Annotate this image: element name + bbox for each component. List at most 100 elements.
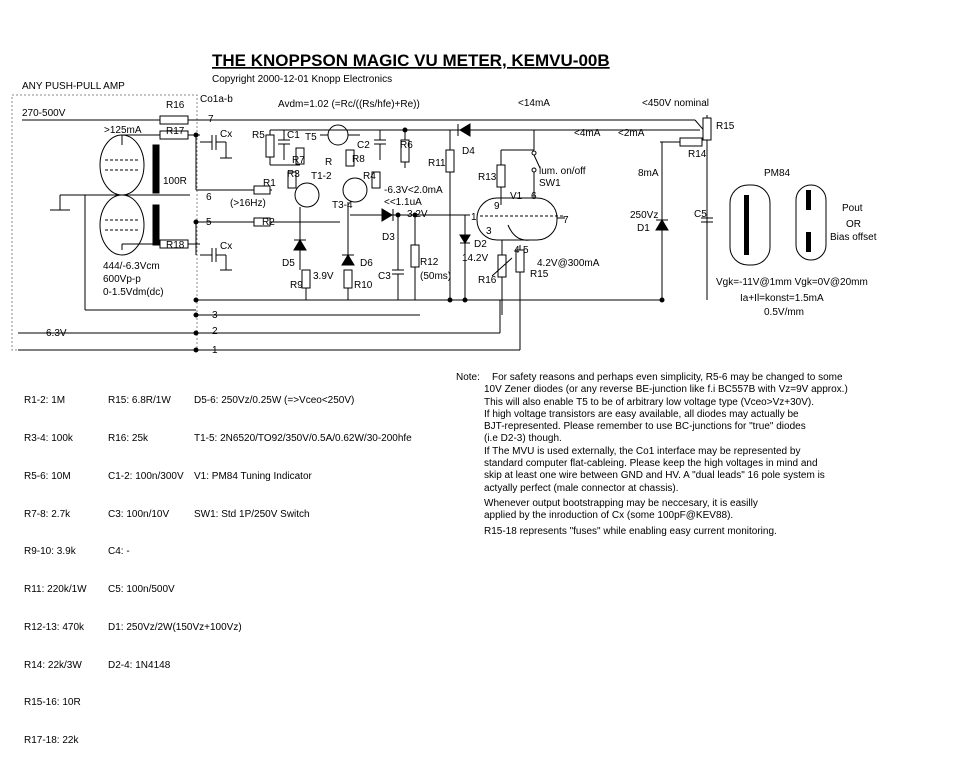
label-c3: C3 [378,271,391,282]
bom-item: D1: 250Vz/2W(150Vz+100Vz) [108,621,242,633]
diode-d3 [381,208,393,222]
label-cur-14: <14mA [518,98,550,109]
resistor-r5 [265,134,275,158]
v-pin-7: 7 [563,215,569,226]
note-line: actyally perfect (male connector at chas… [484,482,679,494]
note-line: (i.e D2-3) though. [484,433,562,445]
label-d1: D1 [637,223,650,234]
label-63v: 6.3V [46,328,67,339]
note-line: If high voltage transistors are easy ava… [484,408,799,420]
label-r5: R5 [252,130,265,141]
bom-item: C1-2: 100n/300V [108,470,184,482]
note-line: 10V Zener diodes (or any reverse BE-junc… [484,384,848,396]
pin-5: 5 [206,217,212,228]
label-vgk: Vgk=-11V@1mm Vgk=0V@20mm [716,277,868,288]
bom-item: C3: 100n/10V [108,508,170,520]
label-cx-bottom: Cx [220,241,232,252]
bom-item: R16: 25k [108,432,149,444]
diode-d5 [293,239,307,251]
resistor-r14 [679,137,703,147]
bom-item: R15: 6.8R/1W [108,395,171,407]
bom-item: SW1: Std 1P/250V Switch [194,508,310,520]
label-vpp: 600Vp-p [103,274,141,285]
resistor-r16-trim [497,254,507,278]
resistor-r16 [159,115,189,125]
label-t1-2: T1-2 [311,171,332,182]
label-d2: D2 [474,239,487,250]
resistor-r13 [496,164,506,188]
label-bias: -6.3V<2.0mA [384,185,443,196]
note-line: skip at least one wire between GND and H… [484,470,825,482]
label-c1: C1 [287,130,300,141]
label-cur-125: >125mA [104,125,142,136]
pm84-left [729,184,771,266]
bom-item: R1-2: 1M [24,395,66,407]
bom-item: T1-5: 2N6520/TO92/350V/0.5A/0.62W/30-200… [194,432,412,444]
bom-item: R9-10: 3.9k [24,546,76,558]
label-c2: C2 [357,140,370,151]
schematic: THE KNOPPSON MAGIC VU METER, KEMVU-00B C… [11,51,877,356]
label-r18: R18 [166,240,185,251]
note-line: applied by the inroduction of Cx (some 1… [484,510,734,522]
resistor-r3 [287,171,297,189]
label-t5: T5 [305,132,317,143]
label-heater: 4.2V@300mA [537,258,600,269]
label-r12: R12 [420,257,439,268]
label-r16: R16 [166,100,185,111]
resistor-r4 [371,171,381,189]
label-ma8: 8mA [638,168,659,179]
pin-6: 6 [206,192,212,203]
diode-d2 [459,234,471,244]
note-line: This will also enable T5 to be of arbitr… [484,396,814,408]
bom-item: R15-16: 10R [24,697,81,709]
diagram-title: THE KNOPPSON MAGIC VU METER, KEMVU-00B [212,51,610,70]
label-v39: 3.9V [313,271,334,282]
label-vcm: 444/-6.3Vcm [103,261,160,272]
transistor-t3-4 [342,177,368,203]
label-r7: R7 [292,155,305,166]
label-r11: R11 [428,158,446,169]
diode-d1 [655,219,669,231]
bom-item: R3-4: 100k [24,432,73,444]
bom-item: D2-4: 1N4148 [108,659,171,671]
label-r4: R4 [363,171,376,182]
label-r15: R15 [716,121,735,132]
label-r8: R8 [352,154,365,165]
note-line: BJT-represented. Please remember to use … [484,421,806,433]
resistor-r1 [253,185,271,195]
label-ms50: (50ms) [420,271,451,282]
resistor-r7 [295,147,305,165]
label-d4: D4 [462,146,475,157]
v-pin-5: 5 [523,245,529,256]
label-hz16: (>16Hz) [230,198,266,209]
gain-formula: Avdm=1.02 (=Rc/((Rs/hfe)+Re)) [278,99,420,110]
transformer-top [152,144,160,194]
label-v142: 14.2V [462,253,488,264]
copyright: Copyright 2000-12-01 Knopp Electronics [212,74,392,85]
label-r3: R3 [287,169,300,180]
v-pin-6: 6 [531,191,537,202]
amp-label: ANY PUSH-PULL AMP [22,81,125,92]
label-d3: D3 [382,232,395,243]
pin-3: 3 [212,310,218,321]
label-sw1: SW1 [539,178,561,189]
label-r9: R9 [290,280,303,291]
note-line: Whenever output bootstrapping may be nec… [484,497,758,509]
notes-label: Note: [456,372,480,383]
resistor-r15 [702,117,712,141]
label-bias-offset: Bias offset [830,232,877,243]
label-pout: Pout [842,203,863,214]
label-leak: <<1.1uA [384,197,422,208]
transistor-t5 [327,124,349,146]
label-r1: R1 [263,178,276,189]
label-r14: R14 [688,149,707,160]
resistor-r8 [345,149,355,167]
pin-7: 7 [208,114,214,125]
bom-item: R11: 220k/1W [24,584,87,596]
bom-item: R5-6: 10M [24,470,71,482]
diode-d6 [341,254,355,266]
label-cur-2: <2mA [618,128,645,139]
bom-item: R7-8: 2.7k [24,508,71,520]
label-r13: R13 [478,172,497,183]
label-v1: V1 [510,191,523,202]
